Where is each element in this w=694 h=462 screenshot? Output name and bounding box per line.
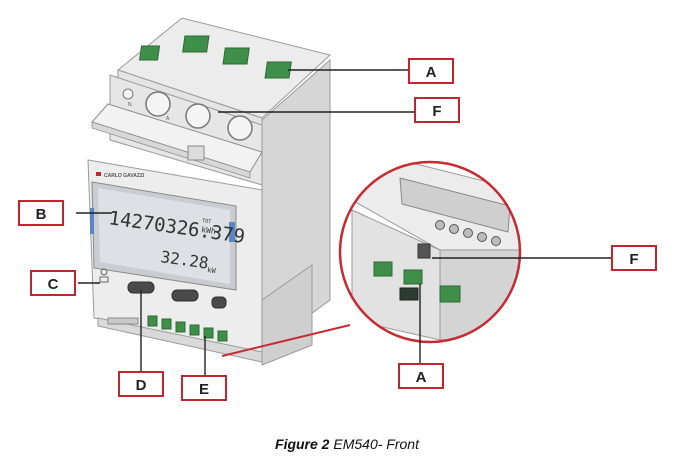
zoom-pin-3 xyxy=(463,228,473,238)
terminal-screw-3 xyxy=(227,115,253,141)
terminal-screws: N A xyxy=(122,88,253,141)
zoom-pin-2 xyxy=(449,224,459,234)
bottom-terminal-3 xyxy=(175,321,186,333)
button-middle[interactable] xyxy=(171,289,199,302)
lock-icon xyxy=(99,268,109,283)
terminal-mark-a: A xyxy=(166,116,170,122)
brand-name: CARLO GAVAZZI xyxy=(104,173,145,179)
callout-f-top: F xyxy=(414,97,460,123)
zoom-terminal-mid xyxy=(403,269,423,285)
callout-c-label: C xyxy=(48,276,59,293)
lcd-main-tag: TOT xyxy=(202,218,212,225)
lcd-main-unit: kWh xyxy=(201,225,217,236)
callout-d: D xyxy=(118,371,164,397)
bottom-terminal-4 xyxy=(189,324,200,336)
bottom-terminals xyxy=(107,315,228,342)
callout-a-top-label: A xyxy=(426,64,437,81)
energy-meter: N A CARLO GAVAZZI 14270326.379 TOT kWh 3… xyxy=(87,17,332,366)
callout-c: C xyxy=(30,270,76,296)
button-right[interactable] xyxy=(211,296,227,309)
callout-a-zoom-label: A xyxy=(416,369,427,386)
zoom-terminal-right xyxy=(439,285,461,303)
zoom-terminal-dark xyxy=(399,287,419,301)
terminal-screw-small xyxy=(122,88,134,100)
terminal-screw-1 xyxy=(145,91,171,117)
lcd-accent-right xyxy=(229,222,235,242)
callout-b: B xyxy=(18,200,64,226)
brand-logo: CARLO GAVAZZI xyxy=(96,172,145,179)
bottom-terminal-1 xyxy=(147,315,158,327)
top-terminal-2 xyxy=(182,35,210,53)
zoom-pin-1 xyxy=(435,220,445,230)
figure-title: EM540- Front xyxy=(333,436,419,452)
callout-f-zoom: F xyxy=(611,245,657,271)
callout-f-top-label: F xyxy=(432,103,441,120)
zoom-terminal-slot xyxy=(399,177,511,233)
front-buttons xyxy=(127,281,227,309)
top-terminal-4 xyxy=(264,61,292,79)
lcd-accent-left xyxy=(90,208,94,234)
top-terminal-1 xyxy=(138,45,161,61)
figure-caption: Figure 2 EM540- Front xyxy=(0,436,694,452)
cover-latch xyxy=(187,145,205,161)
lcd-sub-unit: kW xyxy=(207,266,217,275)
callout-a-top: A xyxy=(408,58,454,84)
lcd-screen xyxy=(98,188,230,284)
figure-number: Figure 2 xyxy=(275,436,330,452)
zoom-circle-border xyxy=(338,160,522,344)
top-terminal-3 xyxy=(222,47,250,65)
callout-e: E xyxy=(181,375,227,401)
callout-d-label: D xyxy=(136,377,147,394)
callout-f-zoom-label: F xyxy=(629,251,638,268)
callout-e-label: E xyxy=(199,381,209,398)
zoom-link-line xyxy=(221,324,351,357)
din-clip xyxy=(107,317,139,325)
top-terminals xyxy=(138,35,292,79)
zoom-latch xyxy=(417,243,431,259)
callout-boxes: A F B C D E F A xyxy=(18,58,657,401)
zoom-pin-5 xyxy=(491,236,501,246)
brand-mark xyxy=(96,172,101,176)
bottom-terminal-6 xyxy=(217,330,228,342)
callout-a-zoom: A xyxy=(398,363,444,389)
bottom-terminal-2 xyxy=(161,318,172,330)
callout-b-label: B xyxy=(36,206,47,223)
zoom-pin-4 xyxy=(477,232,487,242)
zoom-terminal-left xyxy=(373,261,393,277)
callout-leaders xyxy=(76,69,614,376)
meter-base xyxy=(97,317,263,363)
bottom-terminal-5 xyxy=(203,327,214,339)
terminal-screw-2 xyxy=(185,103,211,129)
lcd-display: 14270326.379 TOT kWh 32.28 kW xyxy=(90,181,246,291)
terminal-mark-n: N xyxy=(128,102,132,108)
